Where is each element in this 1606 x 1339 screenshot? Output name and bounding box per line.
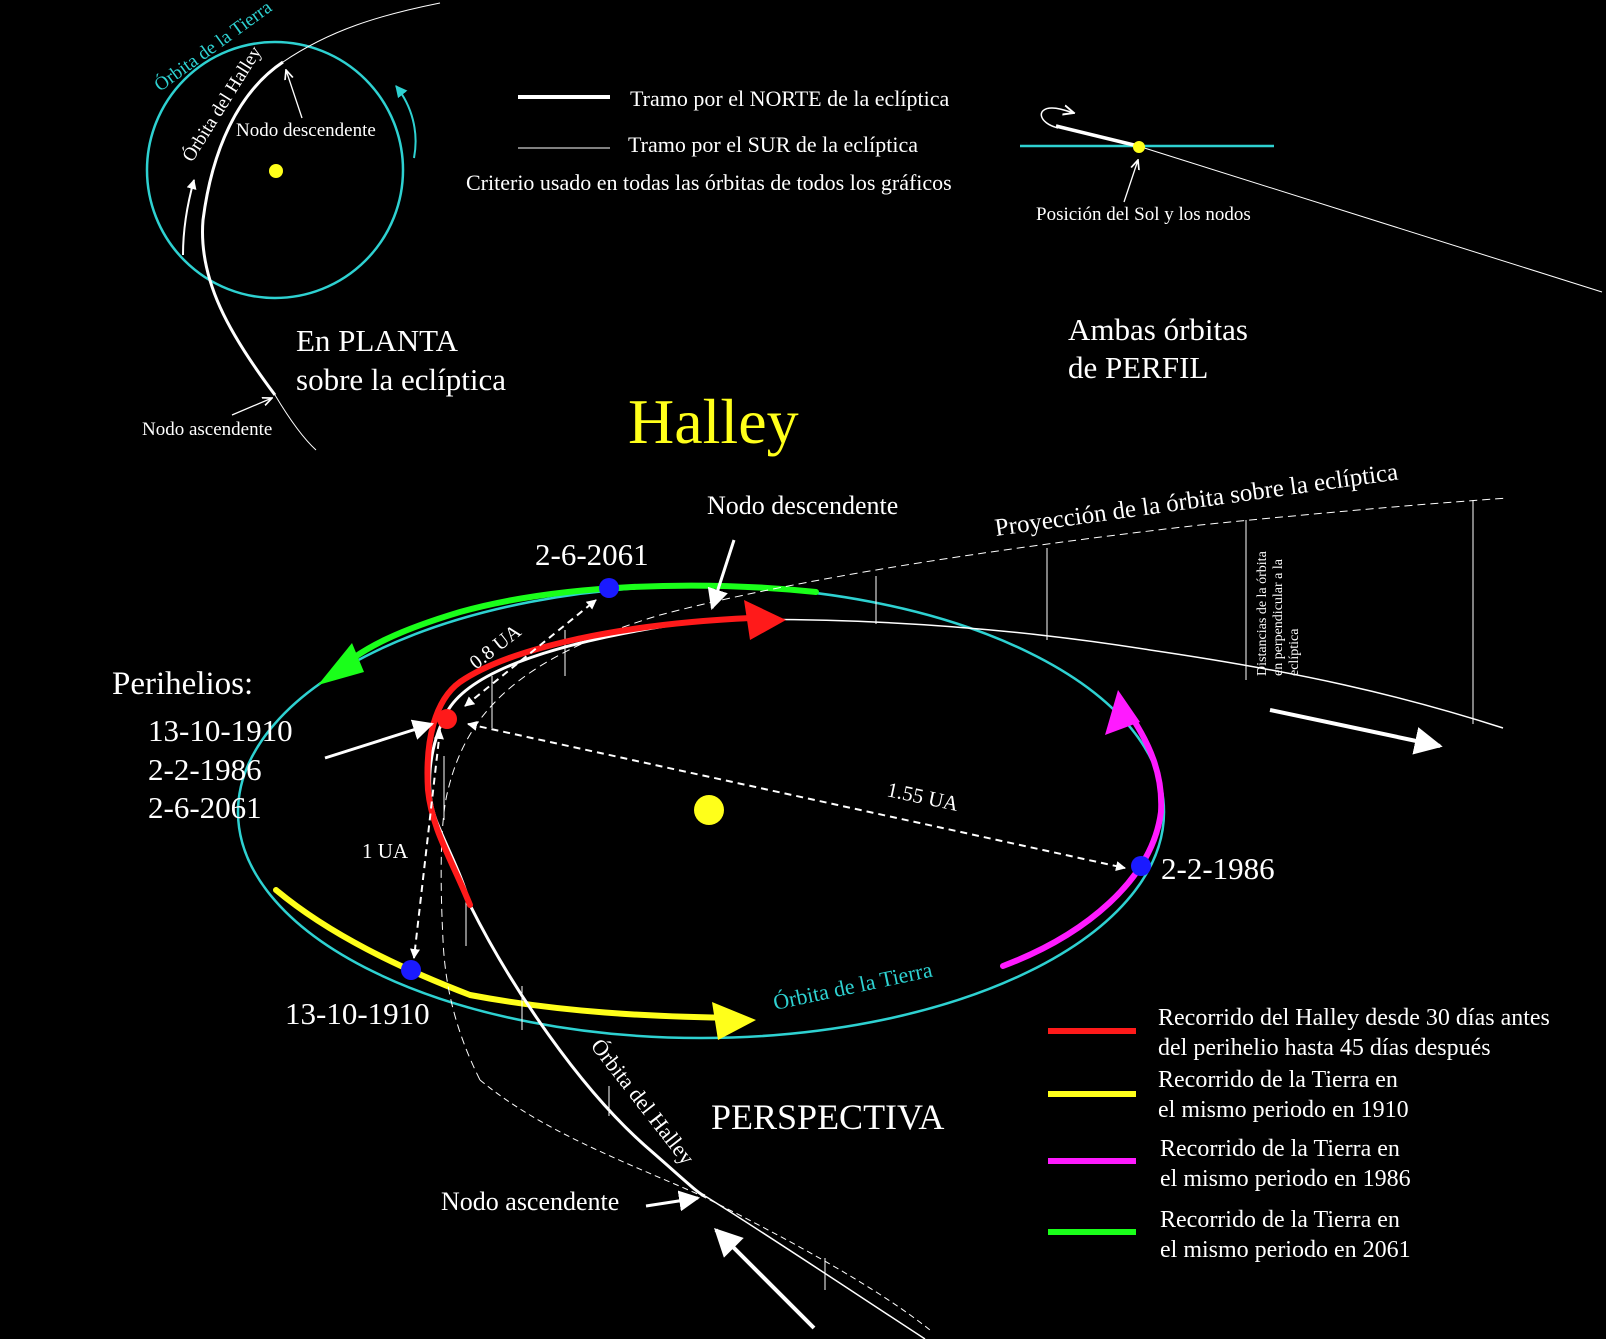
profile-sun <box>1133 141 1145 153</box>
date-2061-label: 2-6-2061 <box>535 537 649 572</box>
perspective-caption: PERSPECTIVA <box>711 1097 944 1137</box>
ascending-node-pointer-arrow <box>645 1190 701 1212</box>
plan-descending-node-pointer <box>286 70 303 119</box>
legend-criterion-label: Criterio usado en todas las órbitas de t… <box>466 170 952 195</box>
plan-halley-orbit-north <box>200 60 284 396</box>
distances-label-line3: eclíptica <box>1287 628 1302 676</box>
halley-orbit-south-lower <box>704 1195 926 1339</box>
legend-magenta-line2: el mismo periodo en 1986 <box>1160 1166 1411 1192</box>
legend-red-line2: del perihelio hasta 45 días después <box>1158 1035 1491 1061</box>
distances-label-line1: Distancias de la órbita <box>1255 550 1270 676</box>
plan-halley-direction-arrow <box>182 179 197 256</box>
earth-path-1986 <box>1000 697 1165 969</box>
profile-perihelion-turn-arrow <box>1040 108 1074 129</box>
earth-position-2061 <box>599 578 619 598</box>
distance-1-label: 1 UA <box>362 839 409 863</box>
earth-2061-arrowhead <box>318 643 364 685</box>
halley-red-arrowhead <box>744 600 786 640</box>
profile-sun-pointer <box>1123 160 1138 203</box>
profile-view: Posición del Sol y los nodos Ambas órbit… <box>1020 108 1603 385</box>
distances-label-line2: en perpendicular a la <box>1271 558 1286 676</box>
plan-caption-line1: En PLANTA <box>296 323 459 358</box>
plan-earth-orbit-label: Órbita de la Tierra <box>150 0 277 96</box>
perihelion-date-3: 2-6-2061 <box>148 790 262 825</box>
profile-halley-south <box>1137 145 1603 293</box>
halley-direction-arrow-right <box>1269 708 1443 755</box>
earth-1910-arrowhead <box>712 1002 756 1040</box>
legend-north-label: Tramo por el NORTE de la eclíptica <box>630 86 949 111</box>
plan-earth-orbit <box>145 40 405 300</box>
legend-bottom: Recorrido del Halley desde 30 días antes… <box>1048 1005 1550 1263</box>
halley-perihelion-dot <box>437 709 457 729</box>
earth-position-1986 <box>1131 856 1151 876</box>
plan-caption-line2: sobre la eclíptica <box>296 362 506 397</box>
legend-green-line1: Recorrido de la Tierra en <box>1160 1207 1400 1233</box>
descending-node-pointer-arrow <box>707 539 736 610</box>
plan-earth-direction-arrow <box>395 85 417 159</box>
legend-yellow-line1: Recorrido de la Tierra en <box>1158 1067 1398 1093</box>
earth-path-1910 <box>273 887 743 1021</box>
earth-path-2061 <box>327 582 819 680</box>
perspective-earth-orbit-label: Órbita de la Tierra <box>771 957 935 1015</box>
distance-arrow-08 <box>464 599 597 707</box>
legend-green-line2: el mismo periodo en 2061 <box>1160 1237 1411 1263</box>
distance-arrow-155 <box>467 721 1126 871</box>
plan-ascending-node-pointer <box>231 398 272 416</box>
perspective-sun <box>694 795 724 825</box>
plan-view: Órbita de la Tierra Órbita del Halley No… <box>142 0 506 451</box>
legend-south-label: Tramo por el SUR de la eclíptica <box>628 132 918 157</box>
date-1986-label: 2-2-1986 <box>1161 851 1275 886</box>
profile-halley-north <box>1055 124 1139 148</box>
distance-arrow-1 <box>410 729 444 959</box>
date-1910-label: 13-10-1910 <box>285 996 430 1031</box>
descending-node-label: Nodo descendente <box>707 491 898 520</box>
ascending-node-label: Nodo ascendente <box>441 1187 619 1216</box>
distance-155-label: 1.55 UA <box>885 777 962 816</box>
main-title: Halley <box>628 386 799 457</box>
perihelia-title: Perihelios: <box>112 666 253 702</box>
perihelion-date-2: 2-2-1986 <box>148 752 262 787</box>
legend-red-line1: Recorrido del Halley desde 30 días antes <box>1158 1005 1550 1031</box>
plan-halley-orbit-south-lower <box>274 394 317 451</box>
profile-caption-line1: Ambas órbitas <box>1068 312 1248 347</box>
legend-magenta-line1: Recorrido de la Tierra en <box>1160 1136 1400 1162</box>
perihelion-date-1: 13-10-1910 <box>148 713 293 748</box>
plan-sun <box>269 164 283 178</box>
legend-yellow-line2: el mismo periodo en 1910 <box>1158 1097 1409 1123</box>
profile-sun-nodes-label: Posición del Sol y los nodos <box>1036 204 1251 225</box>
earth-position-1910 <box>401 960 421 980</box>
perihelia-pointer-arrow <box>324 719 435 760</box>
earth-1986-arrowhead <box>1105 690 1140 735</box>
projection-label: Proyección de la órbita sobre la eclípti… <box>993 459 1400 542</box>
plan-halley-orbit-south <box>282 2 441 63</box>
plan-ascending-node-label: Nodo ascendente <box>142 419 272 440</box>
halley-projection-lower <box>479 1079 931 1331</box>
legend-top: Tramo por el NORTE de la eclíptica Tramo… <box>466 86 952 195</box>
halley-direction-arrow-bottom <box>714 1228 816 1330</box>
halley-orbit-south-upper <box>704 618 1504 729</box>
profile-caption-line2: de PERFIL <box>1068 350 1208 385</box>
plan-descending-node-label: Nodo descendente <box>236 120 376 141</box>
